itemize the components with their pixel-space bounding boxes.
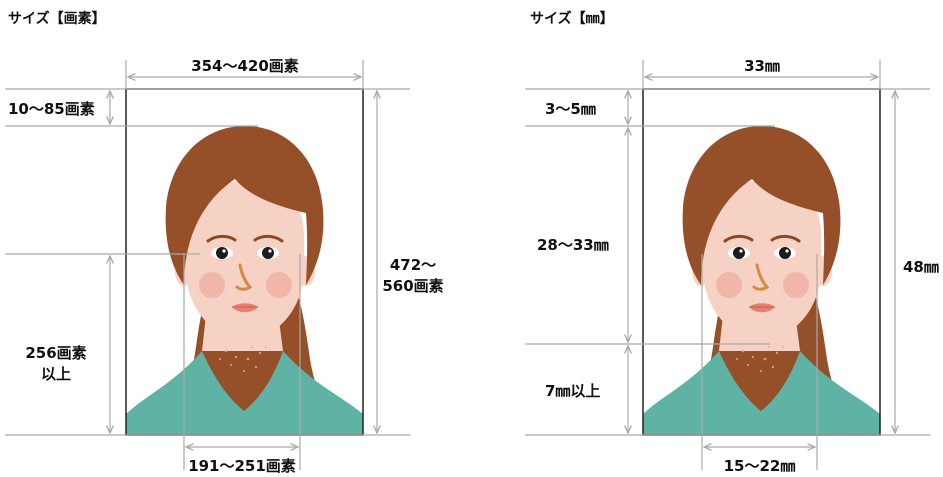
left-height-label-line1: 472〜 xyxy=(389,256,437,274)
right-face-width-label: 15〜22㎜ xyxy=(723,457,796,475)
right-panel-title: サイズ【㎜】 xyxy=(530,11,614,27)
right-width-label: 33㎜ xyxy=(744,57,780,75)
right-bottom-label: 7㎜以上 xyxy=(545,382,601,400)
left-chin-label-line1: 256画素 xyxy=(25,344,87,362)
right-face-height-label: 28〜33㎜ xyxy=(537,236,609,254)
left-chin-label-line2: 以上 xyxy=(40,365,71,383)
left-guides xyxy=(5,60,410,470)
right-portrait xyxy=(643,124,880,435)
right-top-margin-label: 3〜5㎜ xyxy=(545,100,596,118)
right-panel xyxy=(525,60,930,470)
right-height-label: 48㎜ xyxy=(903,258,939,276)
right-guides xyxy=(525,60,930,470)
left-height-label: 472〜 560画素 xyxy=(378,254,448,296)
left-chin-label: 256画素 以上 xyxy=(18,342,94,384)
left-panel xyxy=(5,60,410,470)
left-height-label-line2: 560画素 xyxy=(382,277,444,295)
left-portrait xyxy=(126,124,363,435)
left-face-width-label: 191〜251画素 xyxy=(188,457,296,475)
left-width-label: 354〜420画素 xyxy=(191,57,299,75)
left-top-margin-label: 10〜85画素 xyxy=(8,100,95,118)
left-panel-title: サイズ【画素】 xyxy=(8,11,106,27)
